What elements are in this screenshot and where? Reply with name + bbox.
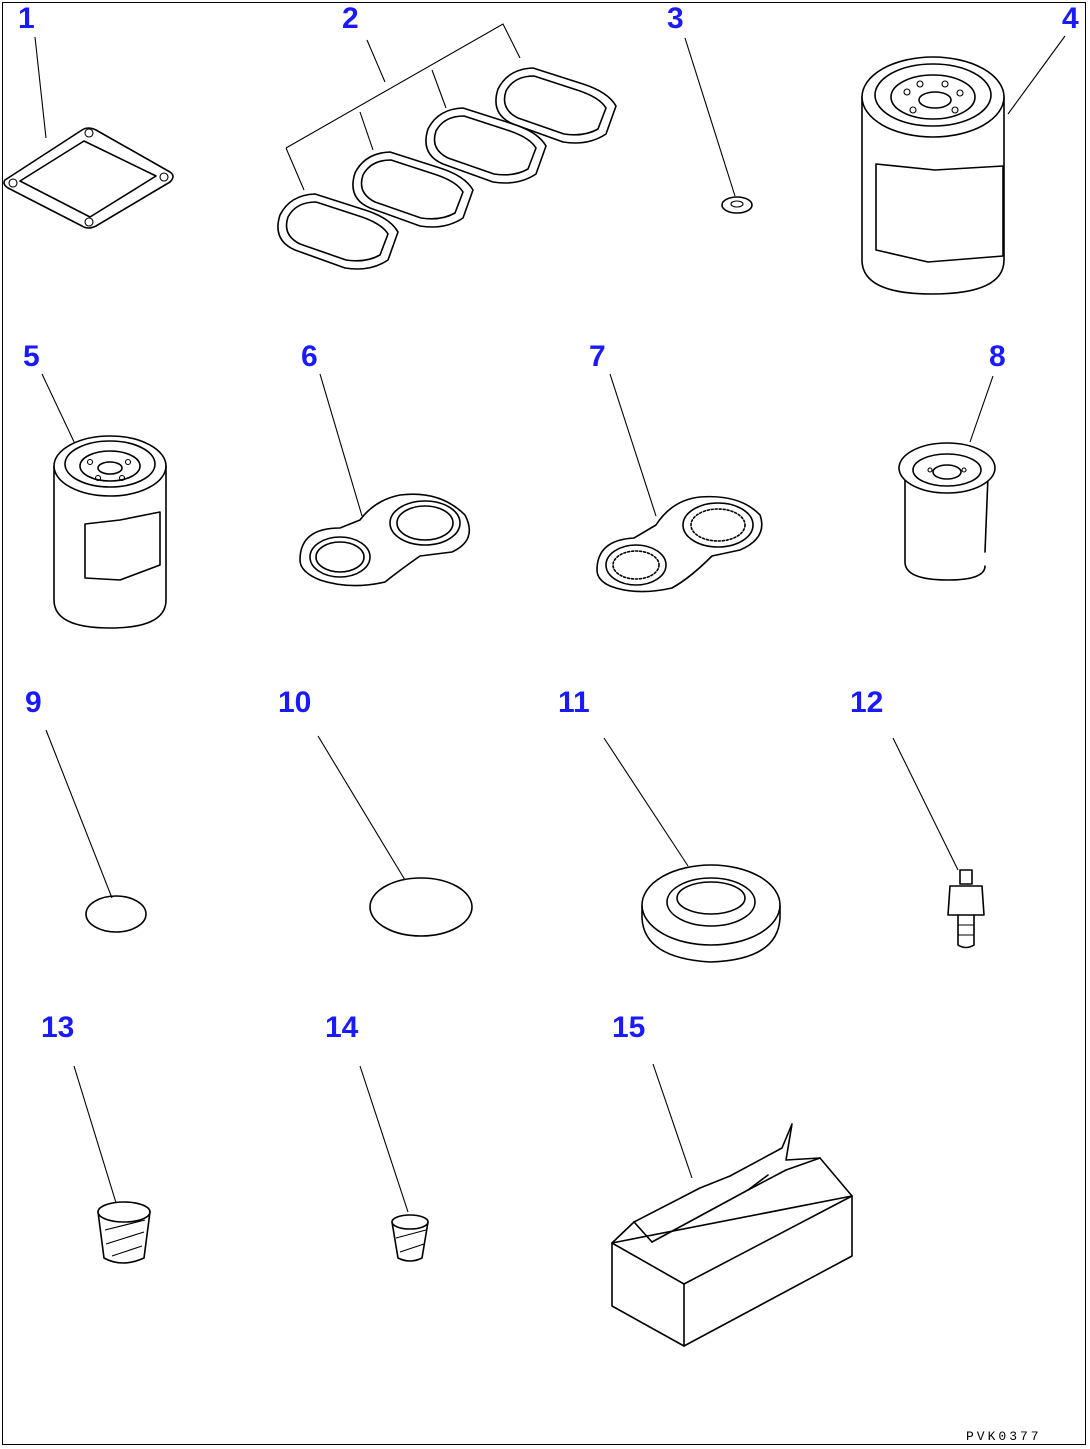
- leader-line-2: [366, 39, 386, 83]
- leader-line-10: [317, 735, 406, 881]
- leader-line-5: [41, 373, 77, 447]
- leader-line-15: [652, 1063, 693, 1179]
- callout-11: 11: [558, 686, 590, 719]
- reference-code: PVK0377: [966, 1429, 1042, 1444]
- callout-6: 6: [301, 340, 318, 373]
- callout-1: 1: [18, 2, 35, 35]
- leader-line-6: [319, 373, 363, 517]
- callout-10: 10: [278, 686, 311, 719]
- leader-line-12: [892, 737, 959, 871]
- leader-line-14: [359, 1065, 409, 1213]
- leader-line-3: [684, 37, 736, 197]
- part-2-gasket-set: [277, 23, 617, 270]
- part-7-gasket: [596, 373, 763, 593]
- leader-line-7: [609, 373, 657, 517]
- leader-line-11: [603, 737, 689, 867]
- callout-12: 12: [850, 686, 883, 719]
- callout-3: 3: [667, 2, 684, 35]
- part-13-plug: [73, 1065, 151, 1264]
- callout-14: 14: [325, 1011, 359, 1044]
- leader-line-8: [969, 375, 994, 443]
- part-11-seal-ring: [603, 737, 781, 963]
- callout-13: 13: [41, 1011, 74, 1044]
- part-12-plug: [892, 737, 985, 949]
- callout-15: 15: [612, 1011, 645, 1044]
- part-14-plug: [359, 1065, 429, 1262]
- part-6-gasket: [299, 373, 471, 587]
- leader-line-13: [73, 1065, 118, 1207]
- part-5-filter: [41, 373, 167, 629]
- callout-9: 9: [25, 686, 42, 719]
- part-3-washer: [684, 37, 753, 214]
- part-15-box: [611, 1063, 853, 1347]
- part-10-o-ring: [317, 735, 473, 937]
- callout-7: 7: [589, 340, 606, 373]
- part-4-filter: [861, 35, 1066, 295]
- part-9-o-ring: [45, 729, 147, 933]
- leader-line-4: [1007, 35, 1066, 115]
- callout-2: 2: [342, 2, 359, 35]
- part-1-gasket: [3, 36, 174, 229]
- callout-4: 4: [1062, 2, 1079, 35]
- leader-line-9: [45, 729, 113, 899]
- leader-line-1: [34, 36, 47, 139]
- part-8-filter: [898, 375, 996, 581]
- callout-5: 5: [23, 340, 40, 373]
- callout-8: 8: [989, 340, 1006, 373]
